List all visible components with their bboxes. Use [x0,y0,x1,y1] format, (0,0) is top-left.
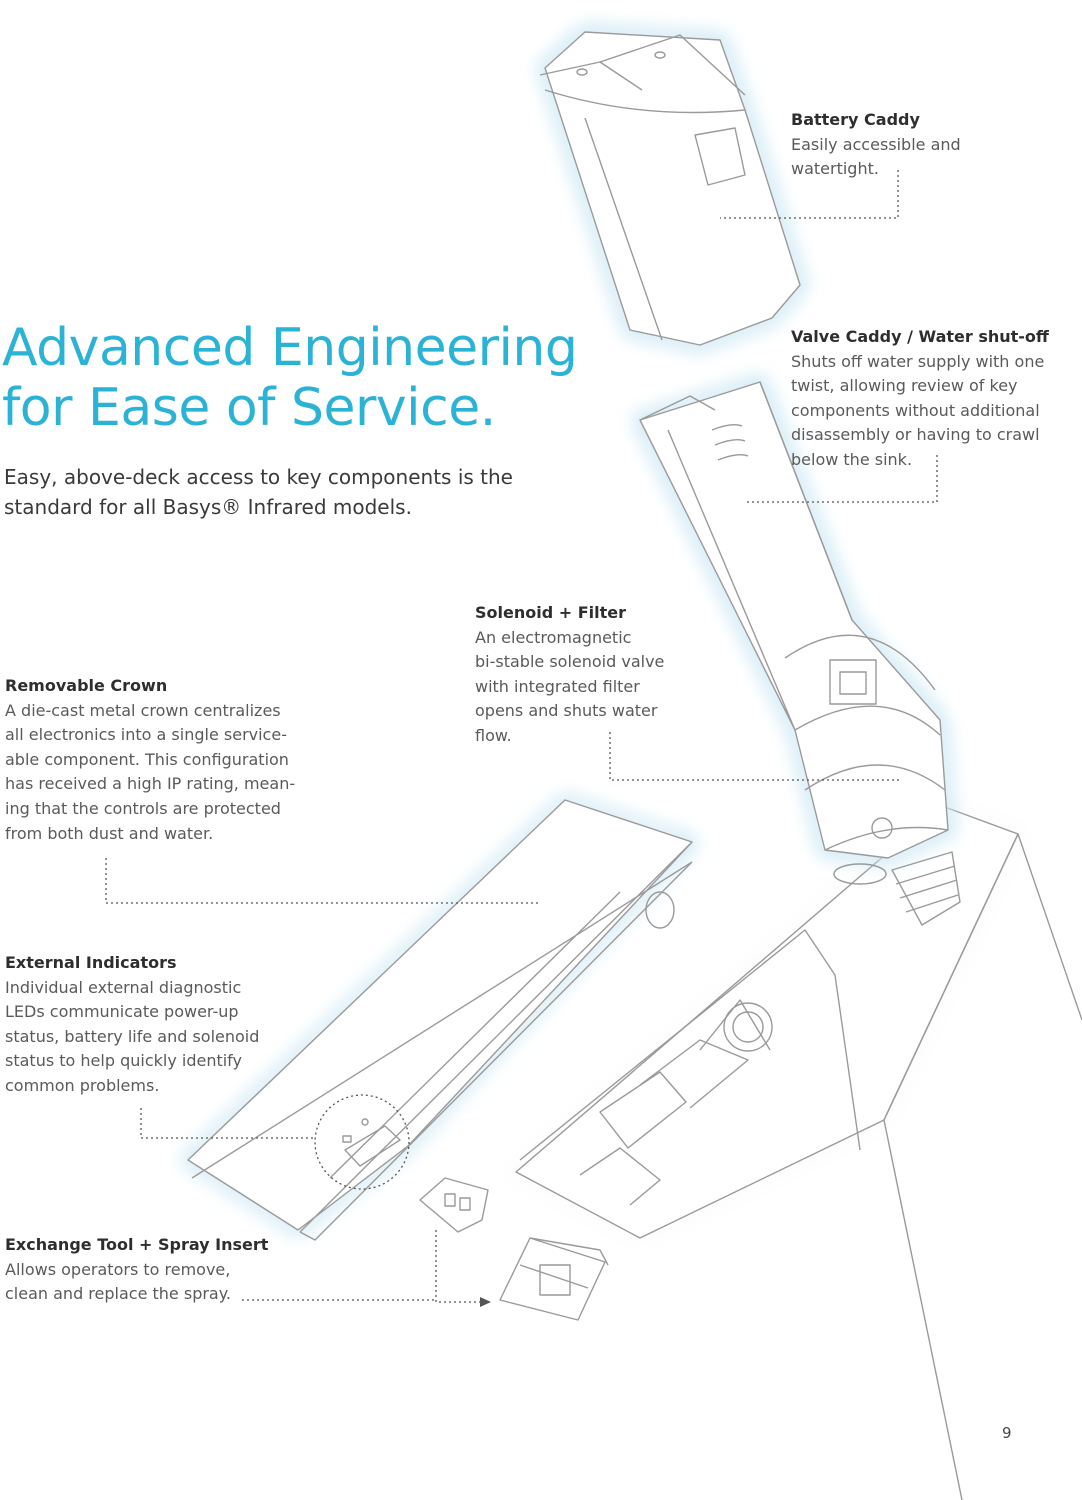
callout-battery-caddy: Battery Caddy Easily accessible and wate… [791,108,961,182]
faucet-body [515,805,1082,1500]
callout-title: Valve Caddy / Water shut-off [791,327,1049,346]
callout-body: A die-cast metal crown centralizes all e… [5,700,296,843]
battery-caddy [539,26,806,351]
callout-title: Battery Caddy [791,110,920,129]
arrow-right-icon [480,1297,491,1307]
callout-exchange-tool: Exchange Tool + Spray Insert Allows oper… [5,1233,268,1307]
removable-crown [183,795,697,1241]
callout-title: Removable Crown [5,676,168,695]
exchange-tool [419,1177,489,1233]
callout-title: Exchange Tool + Spray Insert [5,1235,269,1254]
intro-text: Easy, above-deck access to key component… [4,465,513,519]
callout-valve-caddy: Valve Caddy / Water shut-off Shuts off w… [791,325,1049,473]
callout-body: Easily accessible and watertight. [791,134,961,179]
spray-insert [499,1237,609,1321]
callout-body: Shuts off water supply with one twist, a… [791,351,1045,469]
page-number: 9 [1002,1424,1012,1442]
valve-caddy [634,376,961,926]
page-title-line-1: Advanced Engineering [2,318,578,378]
callout-body: Allows operators to remove, clean and re… [5,1259,231,1304]
callout-body: An electromagnetic bi-stable solenoid va… [475,627,665,745]
callout-title: External Indicators [5,953,177,972]
callout-solenoid-filter: Solenoid + Filter An electromagnetic bi-… [475,601,664,749]
callout-body: Individual external diagnostic LEDs comm… [5,977,260,1095]
callout-removable-crown: Removable Crown A die-cast metal crown c… [5,674,295,846]
callout-external-indicators: External Indicators Individual external … [5,951,259,1099]
page-title-line-2: for Ease of Service. [2,378,496,438]
callout-title: Solenoid + Filter [475,603,627,622]
page-title: Advanced Engineering for Ease of Service… [2,318,578,438]
